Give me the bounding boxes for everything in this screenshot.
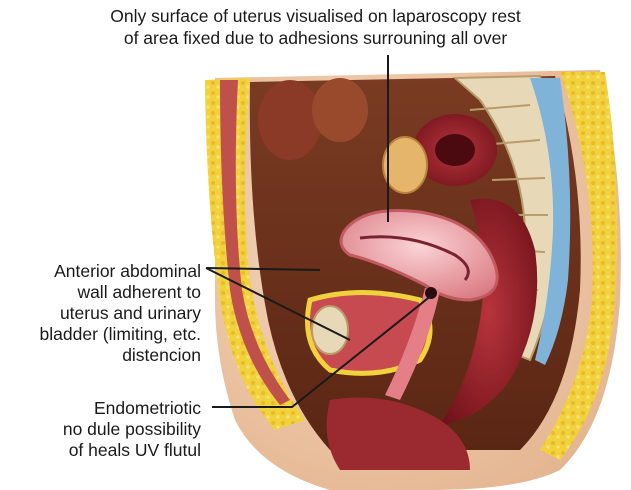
label-anterior-line1: Anterior abdominal: [40, 261, 201, 282]
label-anterior-line2: wall adherent to: [40, 282, 201, 303]
label-anterior-line5: distencion: [40, 345, 201, 366]
ovary: [383, 137, 427, 193]
label-uterus-surface: Only surface of uterus visualised on lap…: [0, 6, 631, 49]
label-uterus-surface-line2: of area fixed due to adhesions surrounin…: [0, 28, 631, 50]
label-anterior-line4: bladder (limiting, etc.: [40, 324, 201, 345]
label-uterus-surface-line1: Only surface of uterus visualised on lap…: [0, 6, 631, 28]
endometriotic-nodule: [425, 287, 437, 299]
label-anterior-line3: uterus and urinary: [40, 303, 201, 324]
label-endo-line1: Endometriotic: [63, 398, 201, 419]
label-endometriotic-nodule: Endometriotic no dule possibility of hea…: [63, 398, 201, 461]
label-anterior-wall: Anterior abdominal wall adherent to uter…: [40, 261, 201, 366]
label-endo-line3: of heals UV flutul: [63, 440, 201, 461]
bowel-loop-upper: [258, 80, 322, 160]
label-endo-line2: no dule possibility: [63, 419, 201, 440]
